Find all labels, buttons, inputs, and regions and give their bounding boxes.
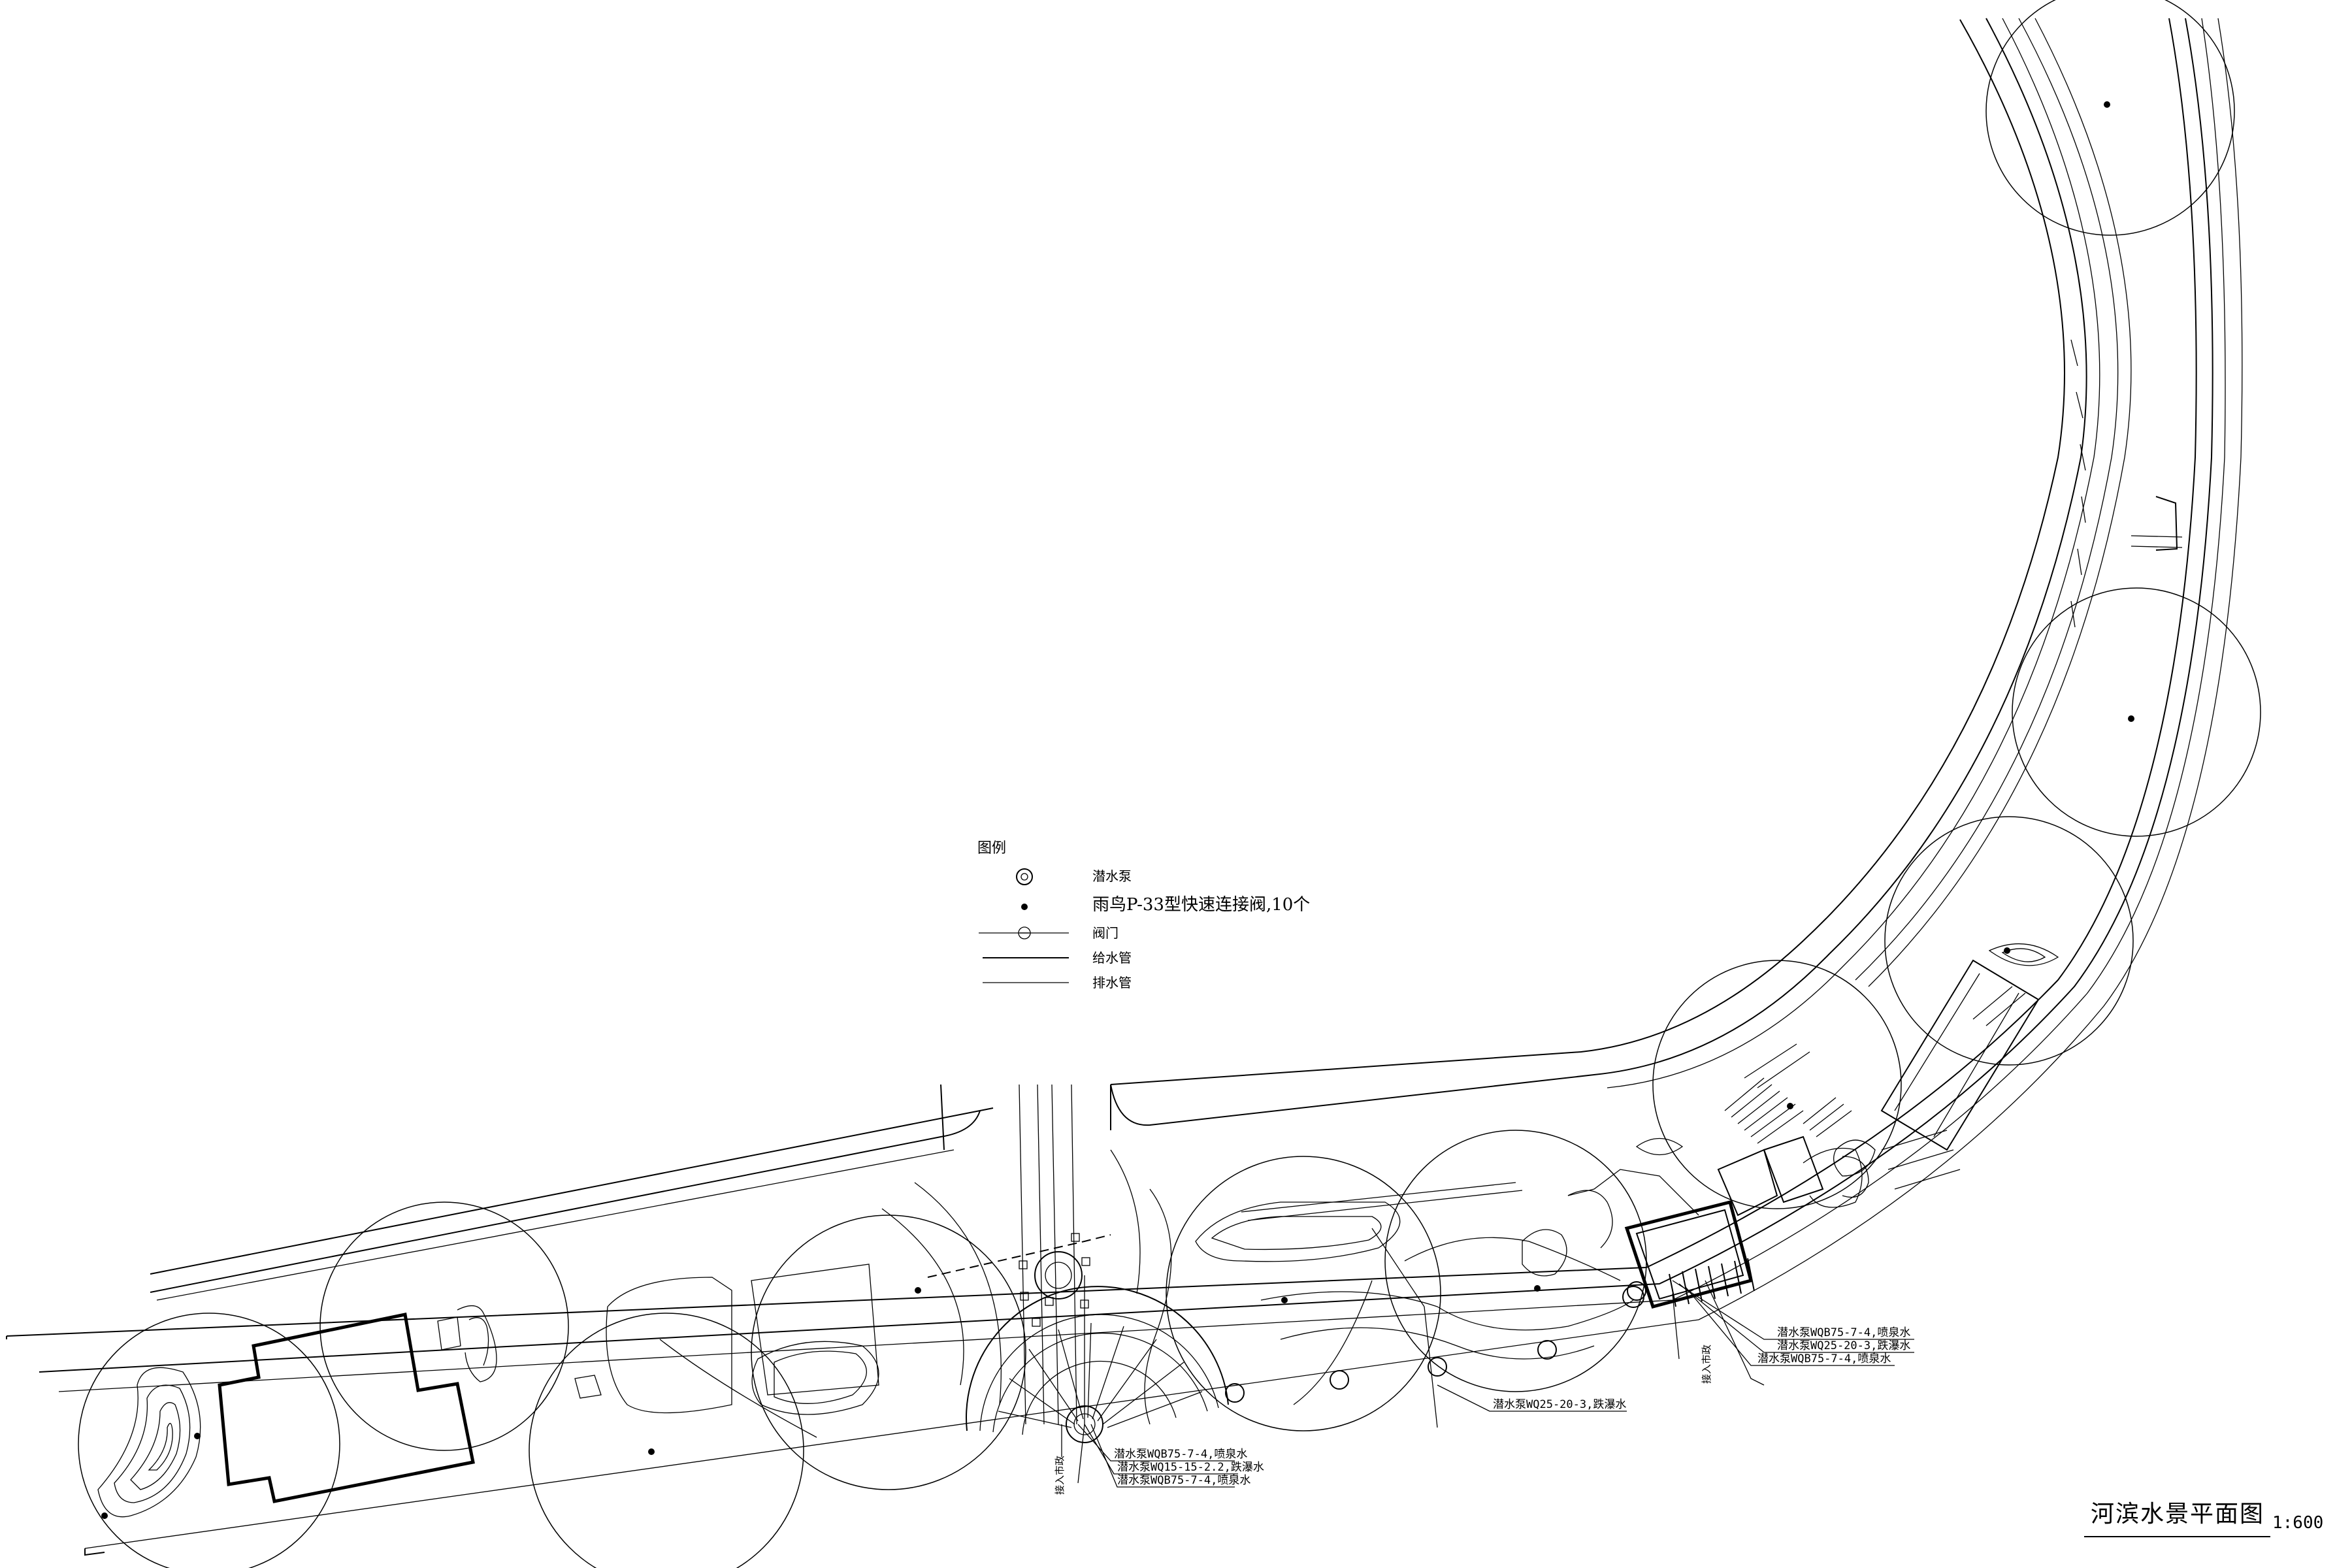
building-footprint-left [218, 1313, 475, 1503]
access-road [940, 1084, 1111, 1425]
plan-title: 河滨水景平面图 [2091, 1501, 2265, 1527]
valve-dots [101, 101, 2134, 1519]
legend-label-supply-pipe: 给水管 [1092, 950, 1132, 966]
legend-symbols [979, 868, 1069, 983]
building-cluster-right [1522, 943, 2059, 1309]
legend-label-drain-pipe: 排水管 [1092, 975, 1132, 990]
pump-callout: 潜水泵WQ25-20-3,跌瀑水 [1777, 1339, 1911, 1352]
pump-callout: 潜水泵WQ15-15-2.2,跌瀑水 [1117, 1461, 1264, 1474]
plan-scale: 1:600 [2272, 1513, 2324, 1533]
terrain-contours [97, 1305, 497, 1518]
pump-callout: 潜水泵WQB75-7-4,喷泉水 [1114, 1448, 1248, 1461]
pump-callout: 潜水泵WQB75-7-4,喷泉水 [1757, 1352, 1891, 1365]
pump-callout: 潜水泵WQB75-7-4,喷泉水 [1777, 1326, 1911, 1339]
legend-title: 图例 [977, 840, 1007, 857]
pump-callout: 潜水泵WQ25-20-3,跌瀑水 [1493, 1398, 1627, 1411]
planting-beds [574, 986, 2026, 1438]
pipe-network [927, 1228, 1914, 1488]
canopy-circles [78, 0, 2261, 1568]
pump-pits [1225, 1286, 1644, 1403]
legend-label-submersible-pump: 潜水泵 [1092, 868, 1132, 884]
municipal-connection-label: 接入市政 [1054, 1455, 1066, 1495]
legend-label-gate-valve: 阀门 [1092, 925, 1119, 941]
legend-label-quick-valve: 雨鸟P-33型快速连接阀,10个 [1092, 895, 1311, 915]
municipal-connection-label: 接入市政 [1701, 1344, 1712, 1384]
pump-callout: 潜水泵WQB75-7-4,喷泉水 [1117, 1474, 1251, 1487]
road-outline [6, 18, 2243, 1556]
